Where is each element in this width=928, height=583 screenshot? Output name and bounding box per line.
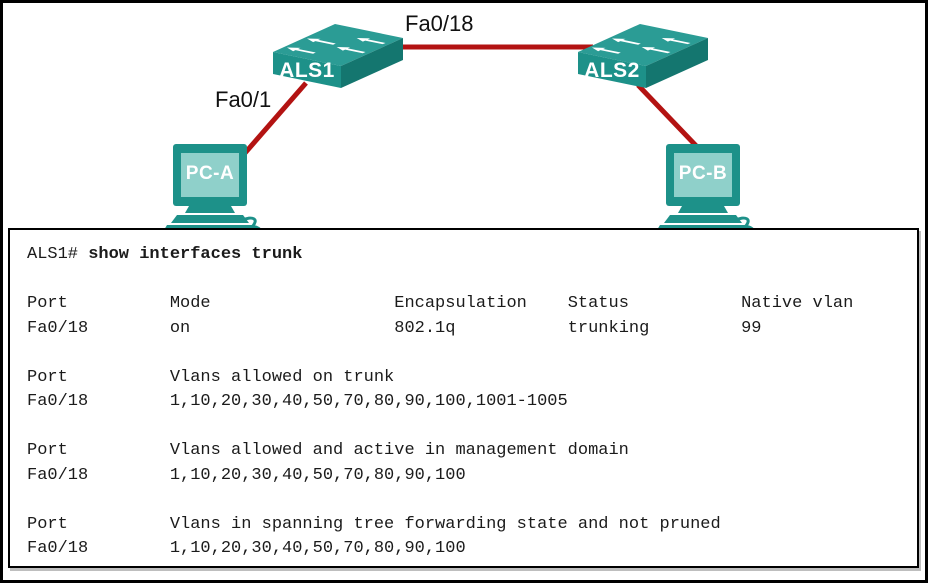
terminal-output: ALS1# show interfaces trunk Port Mode Enc… — [8, 228, 919, 568]
table-header-row: Port Vlans allowed and active in managem… — [27, 439, 907, 464]
pcb-link-line — [636, 83, 705, 155]
col-header-encapsulation: Encapsulation — [394, 294, 527, 313]
prompt-line: ALS1# show interfaces trunk — [27, 243, 907, 268]
col-header-port: Port — [27, 441, 68, 460]
pc-b-label: PC-B — [678, 163, 728, 184]
table-row: Fa0/18 1,10,20,30,40,50,70,80,90,100 — [27, 464, 907, 489]
cell-vlan-list: 1,10,20,30,40,50,70,80,90,100 — [169, 539, 466, 558]
table-row: Fa0/18 1,10,20,30,40,50,70,80,90,100 — [27, 537, 907, 562]
table-header-row: Port Vlans allowed on trunk — [27, 366, 907, 391]
cell-port: Fa0/18 — [27, 539, 89, 558]
table-header-row: Port Vlans in spanning tree forwarding s… — [27, 513, 907, 538]
switch-arrows-icon — [286, 37, 386, 54]
pc-b: PC-B — [648, 142, 763, 242]
pc-a-label: PC-A — [185, 163, 235, 184]
table-header-row: Port Mode Encapsulation Status Native vl… — [27, 292, 907, 317]
col-header-native-vlan: Native vlan — [741, 294, 854, 313]
table-row: Fa0/18 on 802.1q trunking 99 — [27, 317, 907, 342]
cli-command: show interfaces trunk — [88, 245, 303, 264]
table-row: Fa0/18 1,10,20,30,40,50,70,80,90,100,100… — [27, 390, 907, 415]
pc-a: PC-A — [155, 142, 270, 242]
switch-als1: ALS1 — [265, 14, 405, 92]
access-port-label: Fa0/1 — [215, 87, 272, 112]
cell-port: Fa0/18 — [27, 392, 89, 411]
trunk-port-label: Fa0/18 — [405, 11, 474, 36]
col-header-status: Status — [567, 294, 629, 313]
pc-icon — [161, 144, 264, 239]
screen-icon — [674, 153, 732, 197]
pca-link-line — [243, 81, 308, 155]
cell-native-vlan: 99 — [741, 318, 762, 338]
pc-icon — [654, 144, 757, 239]
cell-vlan-list: 1,10,20,30,40,50,70,80,90,100 — [169, 465, 466, 485]
trunk-status-section: Port Mode Encapsulation Status Native vl… — [27, 292, 907, 341]
col-header-port: Port — [27, 514, 68, 534]
cell-encapsulation: 802.1q — [394, 318, 456, 338]
col-header-vlans-active: Vlans allowed and active in management d… — [169, 441, 629, 460]
col-header-port: Port — [27, 294, 68, 313]
cell-vlan-list: 1,10,20,30,40,50,70,80,90,100,1001-1005 — [169, 392, 568, 411]
switch-arrows-icon — [591, 37, 691, 54]
switch-icon — [578, 24, 708, 88]
cell-mode: on — [169, 318, 191, 338]
screen-icon — [181, 153, 239, 197]
cell-status: trunking — [567, 318, 650, 338]
switch-icon — [273, 24, 403, 88]
cell-port: Fa0/18 — [27, 318, 89, 338]
vlans-active-section: Port Vlans allowed and active in managem… — [27, 439, 907, 488]
cell-port: Fa0/18 — [27, 465, 89, 485]
topology-links — [243, 44, 705, 155]
switch-als2-label: ALS2 — [584, 59, 640, 82]
switch-als2: ALS2 — [570, 14, 710, 92]
col-header-mode: Mode — [169, 294, 211, 313]
switch-als1-label: ALS1 — [279, 59, 335, 82]
col-header-vlans-allowed: Vlans allowed on trunk — [169, 367, 395, 387]
device-prompt: ALS1# — [27, 245, 79, 264]
vlans-allowed-section: Port Vlans allowed on trunk Fa0/18 1,10,… — [27, 366, 907, 415]
col-header-vlans-forwarding: Vlans in spanning tree forwarding state … — [169, 514, 721, 534]
col-header-port: Port — [27, 367, 68, 387]
vlans-forwarding-section: Port Vlans in spanning tree forwarding s… — [27, 513, 907, 562]
